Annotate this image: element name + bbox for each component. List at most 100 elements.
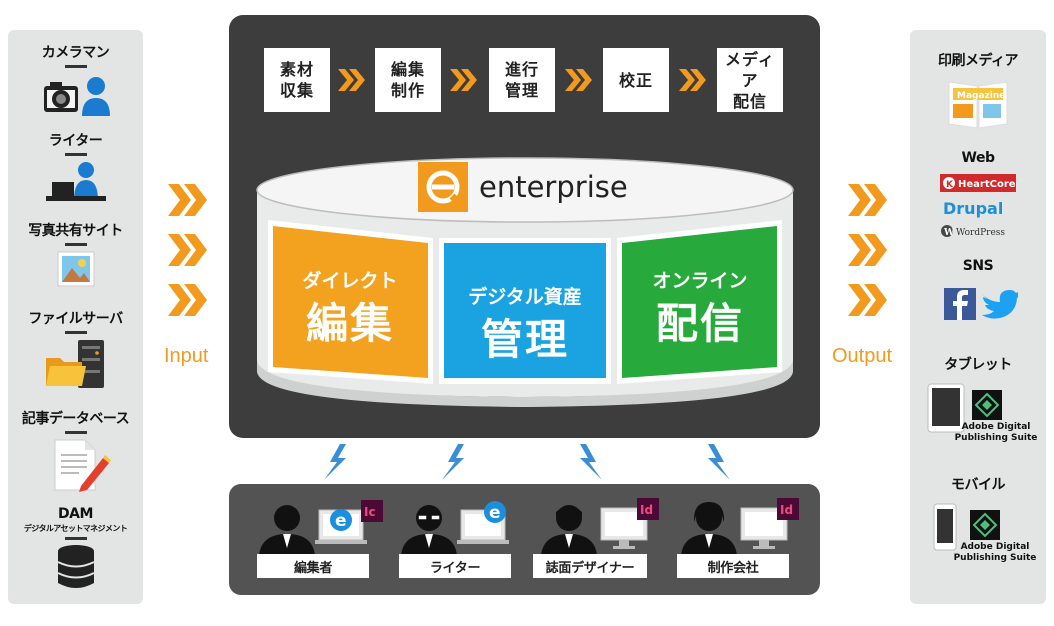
output-label: モバイル <box>951 477 1006 493</box>
workflow-step: メディア 配信 <box>717 48 783 112</box>
web-cms-logos: K HeartCore Drupal W WordPress <box>940 174 1016 238</box>
workflow-step-label: 素材 収集 <box>279 60 314 100</box>
output-label: 印刷メディア <box>937 53 1019 69</box>
source-writer: ライター <box>8 130 143 206</box>
svg-text:Magazine: Magazine <box>957 91 1005 101</box>
output-sns: SNS <box>910 258 1046 324</box>
mobile-icon <box>933 503 1000 551</box>
source-label: ファイルサーバ <box>28 311 123 327</box>
svg-text:K: K <box>946 180 954 190</box>
svg-text:W: W <box>943 228 955 238</box>
users-panel: e Ic 編集者 e ライター Id 誌面デザイナー <box>229 484 820 595</box>
source-label: DAM <box>58 506 93 522</box>
divider <box>64 153 87 156</box>
tablet-icon <box>927 383 1002 433</box>
feature-delivery-big: 配信 <box>655 299 744 348</box>
feature-delivery-small: オンライン <box>652 270 748 292</box>
feature-assets-small: デジタル資産 <box>468 286 582 308</box>
feature-editing-big: 編集 <box>305 299 394 348</box>
photo-icon <box>57 251 94 287</box>
svg-text:Id: Id <box>640 503 653 517</box>
divider <box>64 431 87 434</box>
user-label: ライター <box>429 560 481 576</box>
source-file-server: ファイルサーバ <box>8 308 143 390</box>
user-label: 編集者 <box>293 560 333 576</box>
output-web: Web K HeartCore Drupal W WordPress <box>910 150 1046 240</box>
svg-text:e: e <box>335 511 347 531</box>
workflow-step-label: メディア 配信 <box>725 49 775 111</box>
output-tablet: タブレット Adobe Digital Publishing Suite <box>910 354 1046 444</box>
magazine-icon: Magazine <box>948 81 1008 129</box>
lightning-icon <box>324 444 346 480</box>
divider <box>64 537 87 540</box>
photographer-icon <box>43 77 110 116</box>
divider <box>64 65 87 68</box>
output-arrows <box>848 184 887 316</box>
sns-icons <box>944 288 1018 320</box>
twitter-icon <box>982 290 1018 319</box>
output-label: Output <box>832 345 893 367</box>
feature-assets-big: 管理 <box>480 315 569 364</box>
workflow-step: 編集 制作 <box>375 48 441 112</box>
user-label-box: 編集者 <box>257 554 369 578</box>
article-document-icon <box>54 439 111 492</box>
source-label: ライター <box>48 133 103 149</box>
database-icon <box>57 545 94 588</box>
workflow-step-label: 校正 <box>618 70 653 90</box>
user-label: 制作会社 <box>707 560 759 576</box>
source-label: 記事データベース <box>21 411 130 427</box>
adobe-dps-caption: Adobe Digital Publishing Suite <box>954 422 1038 443</box>
input-arrows <box>168 184 207 316</box>
chevron-right-icon <box>565 69 592 91</box>
user-label: 誌面デザイナー <box>545 560 635 576</box>
output-mobile: モバイル Adobe Digital Publishing Suite <box>910 474 1046 564</box>
workflow-step: 校正 <box>603 48 669 112</box>
user-label-box: 制作会社 <box>677 554 789 578</box>
lightning-icon <box>442 444 464 480</box>
workflow-step: 進行 管理 <box>489 48 555 112</box>
lightning-connectors <box>324 444 730 480</box>
source-sublabel: デジタルアセットマネジメント <box>23 524 128 533</box>
workflow-step: 素材 収集 <box>264 48 330 112</box>
lightning-icon <box>708 444 730 480</box>
main-panel: 素材 収集 編集 制作 進行 管理 校正 メディア 配信 <box>229 15 820 438</box>
writer-user-icon: e <box>401 501 509 556</box>
svg-text:WordPress: WordPress <box>956 228 1005 238</box>
divider <box>64 331 87 334</box>
source-label: カメラマン <box>41 45 110 61</box>
workflow-step-label: 進行 管理 <box>504 60 539 100</box>
outputs-panel: 印刷メディア Magazine Web K HeartCore Drupal W… <box>910 30 1046 604</box>
output-label: Web <box>961 150 995 166</box>
sources-panel: カメラマン ライター 写真共有サイト <box>8 30 143 604</box>
chevron-right-icon <box>450 69 477 91</box>
source-label: 写真共有サイト <box>28 223 123 239</box>
output-label: タブレット <box>944 357 1012 373</box>
designer-user-icon: Id <box>541 498 659 556</box>
input-label: Input <box>164 345 209 367</box>
divider <box>64 243 87 246</box>
svg-text:Id: Id <box>780 503 793 517</box>
user-label-box: 誌面デザイナー <box>533 554 647 578</box>
user-label-box: ライター <box>399 554 511 578</box>
source-photographer: カメラマン <box>8 42 143 118</box>
editor-user-icon: e Ic <box>259 500 383 556</box>
source-article-db: 記事データベース <box>8 408 143 492</box>
svg-text:HeartCore: HeartCore <box>958 179 1016 190</box>
chevron-right-icon <box>679 69 706 91</box>
writer-icon <box>45 162 106 201</box>
source-photo-site: 写真共有サイト <box>8 220 143 288</box>
output-label: SNS <box>962 258 994 274</box>
feature-editing-small: ダイレクト <box>302 270 398 292</box>
brand-name: enterprise <box>479 170 628 204</box>
source-dam: DAM デジタルアセットマネジメント <box>8 506 143 590</box>
adobe-dps-caption: Adobe Digital Publishing Suite <box>953 542 1037 563</box>
wordpress-logo <box>941 225 953 237</box>
production-company-user-icon: Id <box>681 498 799 556</box>
chevron-right-icon <box>338 69 365 91</box>
svg-text:e: e <box>489 503 501 523</box>
lightning-icon <box>580 444 602 480</box>
drupal-logo: Drupal <box>943 199 1003 218</box>
workflow-step-label: 編集 制作 <box>390 60 425 100</box>
file-server-icon <box>45 340 104 388</box>
heartcore-logo <box>940 174 1016 192</box>
